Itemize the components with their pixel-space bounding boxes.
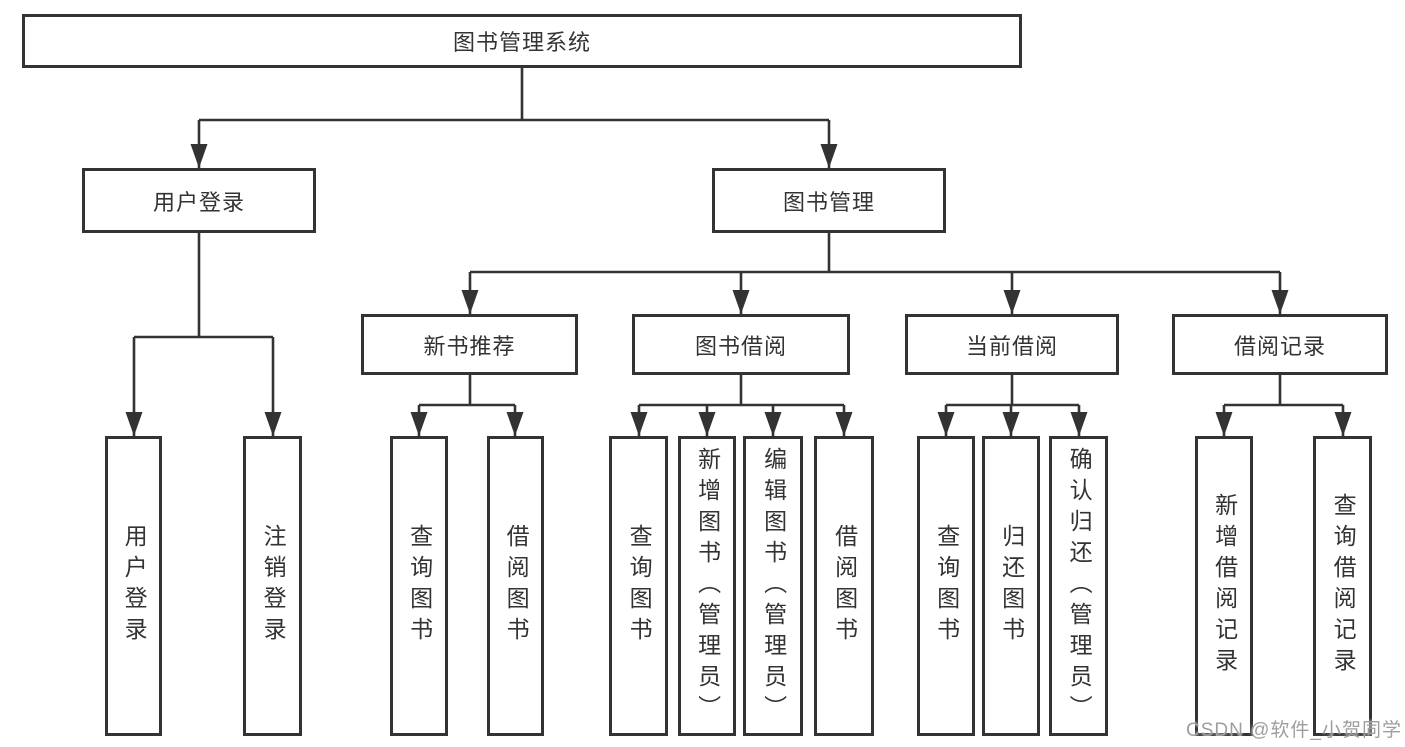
leaf-br-add-record: 新增借阅记录	[1195, 436, 1253, 736]
leaf-cb-confirm-return-admin: 确认归还（管理员）	[1049, 436, 1108, 736]
leaf-cb-query-books: 查询图书	[917, 436, 975, 736]
node-current-borrowing: 当前借阅	[905, 314, 1119, 375]
connector-skeleton	[134, 68, 1343, 407]
leaf-nb-borrow-books: 借阅图书	[487, 436, 544, 736]
leaf-bb-borrow-books: 借阅图书	[814, 436, 874, 736]
node-new-book-recommend: 新书推荐	[361, 314, 578, 375]
leaf-logout: 注销登录	[243, 436, 302, 736]
node-user-login: 用户登录	[82, 168, 316, 233]
leaf-br-query-record: 查询借阅记录	[1313, 436, 1372, 736]
leaf-user-login: 用户登录	[105, 436, 162, 736]
leaf-bb-edit-book-admin: 编辑图书（管理员）	[743, 436, 803, 736]
leaf-cb-return-books: 归还图书	[982, 436, 1040, 736]
watermark: CSDN @软件_小贺同学	[1186, 720, 1402, 741]
node-library-system: 图书管理系统	[22, 14, 1022, 68]
leaf-bb-add-book-admin: 新增图书（管理员）	[678, 436, 736, 736]
leaf-nb-query-books: 查询图书	[390, 436, 448, 736]
leaf-bb-query-books: 查询图书	[609, 436, 668, 736]
node-book-management: 图书管理	[712, 168, 946, 233]
node-book-borrowing: 图书借阅	[632, 314, 850, 375]
node-borrow-records: 借阅记录	[1172, 314, 1388, 375]
